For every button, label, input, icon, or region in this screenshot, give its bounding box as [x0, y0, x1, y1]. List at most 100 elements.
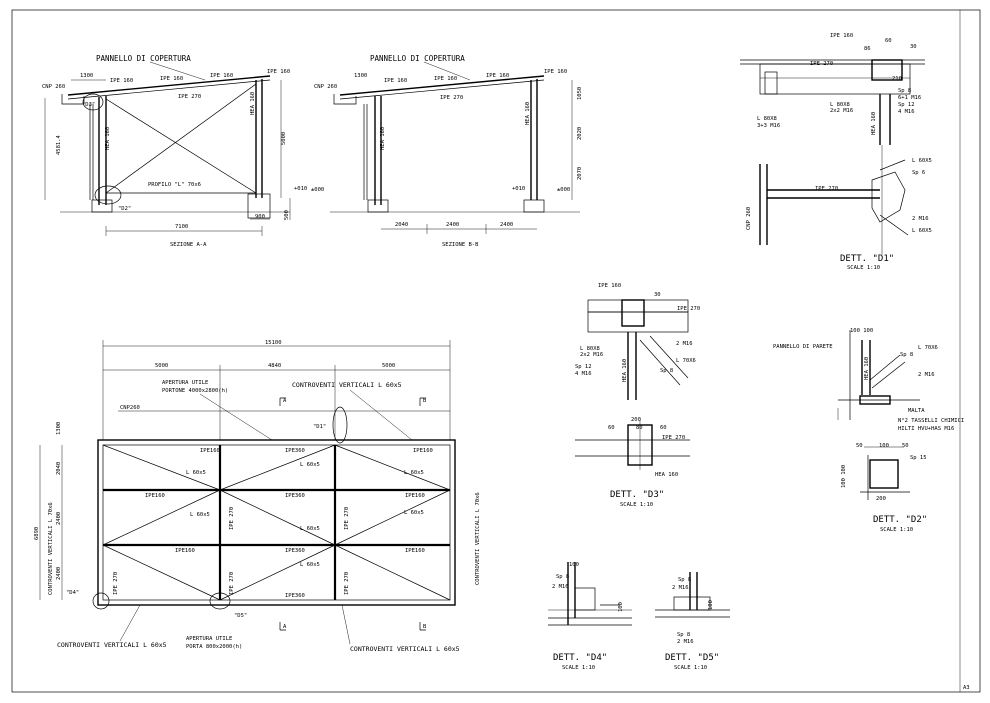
label-details-d1-m16c: 4 M16 — [898, 109, 915, 115]
label-sections-aa-e2: ±000 — [311, 187, 324, 193]
label-sections-bb-e2: ±000 — [557, 187, 570, 193]
section-aa-title: SEZIONE A-A — [170, 242, 207, 248]
label-plan-left_dims-1: 2040 — [56, 462, 62, 475]
label-sections-aa-f2: 500 — [284, 210, 290, 220]
label-plan-left_dims-3: 2400 — [56, 567, 62, 580]
label-plan-ipe160: IPE160 — [200, 448, 220, 454]
label-details-d1-sp6: Sp 6 — [912, 170, 925, 176]
label-sections-bb-ipe_c: IPE 160 — [544, 69, 567, 75]
label-sections-aa-ipe_c: IPE 160 — [210, 73, 233, 79]
label-details-d3-d60b: 60 — [660, 425, 667, 431]
label-plan-opening_top_l2: PORTONE 4000x2800(h) — [162, 388, 228, 394]
label-plan-ipe160: IPE160 — [405, 493, 425, 499]
label-sections-bb-dims_w-2: 2400 — [500, 222, 513, 228]
label-sections-aa-hea_l: HEA 160 — [105, 127, 111, 150]
label-details-d1-d60: 60 — [885, 38, 892, 44]
label-sections-bb-dims_h-2: 2070 — [577, 167, 583, 180]
label-plan-ipe160: IPE160 — [175, 548, 195, 554]
detail-d2-title: DETT. "D2" — [873, 515, 927, 525]
sheet-number: A3 — [963, 685, 970, 691]
label-plan-ipe160: IPE160 — [413, 448, 433, 454]
detail-d5: Sp 8 2 M16 100 Sp 8 2 M16 DETT. "D5" SCA… — [655, 572, 730, 671]
label-plan-d1: "D1" — [313, 424, 326, 430]
label-details-d3-l80: L 80X8 — [580, 346, 600, 352]
label-plan-mark_a: A — [283, 624, 287, 630]
label-sections-aa-d2: "D2" — [118, 206, 131, 212]
label-details-d1-sp8: Sp 8 — [898, 88, 911, 94]
label-details-d1-ipe270: IPE 270 — [810, 61, 833, 67]
label-details-d3-ipe160: IPE 160 — [598, 283, 621, 289]
label-plan-left_total: 6890 — [34, 527, 40, 540]
label-details-d3-hea160: HEA 160 — [655, 472, 678, 478]
label-plan-mark_b: B — [423, 624, 427, 630]
label-sections-aa-e1: +010 — [294, 186, 307, 192]
label-plan-bracing_br: CONTROVENTI VERTICALI L 60x5 — [350, 645, 460, 653]
label-details-d2-d100c: 100 100 — [841, 465, 847, 488]
label-plan-ipe270: IPE 270 — [113, 572, 119, 595]
label-plan-mark_b: B — [423, 398, 427, 404]
label-details-d2-m16: 2 M16 — [918, 372, 935, 378]
label-sections-bb-ipe_c: IPE 160 — [486, 73, 509, 79]
label-plan-ipe360: IPE360 — [285, 493, 305, 499]
label-sections-bb-ipe270: IPE 270 — [440, 95, 463, 101]
label-details-d5-m16: 2 M16 — [677, 639, 694, 645]
label-plan-ipe270: IPE 270 — [344, 507, 350, 530]
label-sections-aa-panel: PANNELLO DI COPERTURA — [96, 54, 191, 63]
label-plan-ipe360: IPE360 — [285, 593, 305, 599]
label-details-d2-panel: PANNELLO DI PARETE — [773, 344, 833, 350]
label-plan-brace: L 60x5 — [300, 562, 320, 568]
label-details-d2-l70: L 70X6 — [918, 345, 938, 351]
label-plan-left_dims-0: 1300 — [56, 422, 62, 435]
label-details-d1-ipe270b: IPE 270 — [815, 186, 838, 192]
label-plan-d4: "D4" — [66, 590, 79, 596]
label-details-d2-d100: 100 100 — [850, 328, 873, 334]
label-details-d3-d60: 60 — [608, 425, 615, 431]
section-aa: PANNELLO DI COPERTURA CNP 260 1300 IPE 1… — [42, 54, 324, 248]
label-sections-aa-profilo: PROFILO "L" 70x6 — [148, 182, 201, 188]
label-details-d1-m16b: 6+1 M16 — [898, 95, 921, 101]
label-details-d2-hea: HEA 160 — [864, 357, 870, 380]
label-plan-bracing_top: CONTROVENTI VERTICALI L 60x5 — [292, 381, 402, 389]
label-sections-bb-d1300: 1300 — [354, 73, 367, 79]
label-sections-aa-hea_r: HEA 160 — [250, 92, 256, 115]
label-details-d4-sp8: Sp 8 — [556, 574, 569, 580]
label-plan-ipe270: IPE 270 — [229, 507, 235, 530]
label-sections-aa-ipe_c: IPE 160 — [267, 69, 290, 75]
label-sections-bb-dims_w-1: 2400 — [446, 222, 459, 228]
label-details-d2-tass2: HILTI HVU+HAS M16 — [898, 426, 954, 432]
label-details-d2-sp8: Sp 8 — [900, 352, 913, 358]
detail-d3: IPE 160 30 IPE 270 L 80X8 2x2 M16 Sp 12 … — [575, 283, 700, 508]
label-details-d3-sp8: Sp 8 — [660, 368, 673, 374]
label-details-d1-scale: SCALE 1:10 — [847, 265, 880, 271]
label-plan-ipe360: IPE360 — [285, 548, 305, 554]
label-details-d5-m16: 2 M16 — [672, 585, 689, 591]
detail-d4: Sp 8 2 M16 100 100 DETT. "D4" SCALE 1:10 — [548, 562, 632, 671]
label-sections-bb-hea_l: HEA 160 — [380, 127, 386, 150]
label-details-d3-m16b: 4 M16 — [575, 371, 592, 377]
label-plan-opening_bot_l1: APERTURA UTILE — [186, 636, 232, 642]
label-plan-ipe360: IPE360 — [285, 448, 305, 454]
plan-view: 15100 5000 4840 5000 APERTURA UTILE PORT… — [34, 340, 481, 653]
label-sections-aa-ipe270: IPE 270 — [178, 94, 201, 100]
label-details-d1-m16d: 2 M16 — [912, 216, 929, 222]
label-plan-brace: L 60x5 — [404, 510, 424, 516]
label-sections-aa-f1: 900 — [255, 214, 265, 220]
label-details-d1-l80: L 80X8 — [757, 116, 777, 122]
detail-d1: IPE 160 IPE 270 60 30 86 210 L 80X8 3+3 … — [740, 33, 932, 271]
label-plan-ipe270: IPE 270 — [229, 572, 235, 595]
label-details-d5-d100: 100 — [708, 600, 714, 610]
label-details-d1-l3: 3+3 M16 — [757, 123, 780, 129]
label-details-d2-tass1: N°2 TASSELLI CHIMICI — [898, 418, 964, 424]
label-plan-mark_a: A — [283, 398, 287, 404]
label-plan-opening_top_l1: APERTURA UTILE — [162, 380, 208, 386]
label-details-d3-l70: L 70X6 — [676, 358, 696, 364]
label-plan-total: 15100 — [265, 340, 282, 346]
label-plan-ipe270: IPE 270 — [344, 572, 350, 595]
label-plan-bracing_bl: CONTROVENTI VERTICALI L 60x5 — [57, 641, 167, 649]
label-sections-bb-dims_w-0: 2040 — [395, 222, 408, 228]
label-details-d4-m16: 2 M16 — [552, 584, 569, 590]
label-sections-bb-dims_h-1: 2020 — [577, 127, 583, 140]
label-details-d1-l80: L 80X8 — [830, 102, 850, 108]
label-details-d2-d100b: 100 — [879, 443, 889, 449]
